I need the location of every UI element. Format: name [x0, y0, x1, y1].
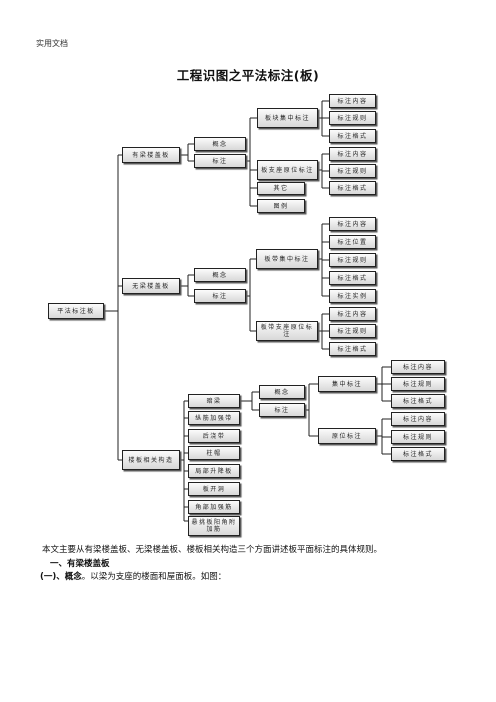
node-yl-jz-item-2: 标注格式: [329, 129, 376, 143]
node-xg-jz-item-2: 标注格式: [391, 394, 445, 408]
node-xg-yw-item-0: 标注内容: [391, 412, 445, 426]
node-wl-jz-item-3: 标注格式: [329, 271, 376, 285]
node-xg-yw-item-1: 标注规则: [391, 430, 445, 444]
node-wuliang: 无梁楼盖板: [122, 278, 180, 294]
node-xg-item-4: 局部升降板: [188, 464, 240, 478]
node-youliang: 有梁楼盖板: [122, 147, 180, 163]
section-heading: 一、有梁楼盖板: [50, 559, 490, 570]
node-xg-item-6: 角部加强筋: [188, 500, 240, 514]
node-wl-jz-item-1: 标注位置: [329, 235, 376, 249]
node-yl-zz-item-1: 标注规则: [329, 164, 376, 178]
node-yl-zhizuo: 板支座原位标注: [257, 160, 318, 180]
node-xg-item-1: 纵筋加强带: [188, 411, 240, 425]
node-yl-annotation: 标注: [194, 154, 246, 168]
node-root: 平法标注板: [48, 303, 104, 319]
node-yl-concept: 概念: [194, 137, 246, 151]
node-wl-annotation: 标注: [194, 289, 246, 303]
subsection-heading: (一)、概念: [40, 572, 82, 582]
node-xiangguan: 楼板相关构造: [122, 450, 180, 470]
node-wl-zz-item-2: 标注格式: [329, 342, 376, 356]
node-xg-item-5: 板开洞: [188, 482, 240, 496]
node-xg-item-2: 后浇带: [188, 429, 240, 443]
subsection-text: 。以梁为支座的楼面和屋面板。如图：: [81, 572, 227, 582]
node-yl-tuli: 图例: [257, 199, 305, 213]
node-wl-jizhong: 板带集中标注: [256, 249, 318, 269]
section-heading-text: 一、有梁楼盖板: [50, 559, 110, 569]
header-label: 实用文档: [36, 39, 68, 48]
node-xg-item-7: 悬挑板阳角附加筋: [188, 516, 240, 536]
node-xg-concept: 概念: [259, 385, 305, 399]
node-xg-item-0: 暗梁: [188, 394, 240, 408]
node-xg-jz-item-0: 标注内容: [391, 360, 445, 374]
node-xg-jz-item-1: 标注规则: [391, 377, 445, 391]
node-xg-item-3: 柱帽: [188, 446, 240, 460]
node-xg-yw-item-2: 标注格式: [391, 447, 445, 461]
subsection-paragraph: (一)、概念。以梁为支座的楼面和屋面板。如图：: [40, 572, 480, 583]
node-yl-zz-item-2: 标注格式: [329, 181, 376, 195]
node-wl-zz-item-1: 标注规则: [329, 324, 376, 338]
intro-paragraph: 本文主要从有梁楼盖板、无梁楼盖板、楼板相关构造三个方面讲述板平面标注的具体规则。: [42, 545, 383, 555]
node-wl-jz-item-4: 标注实例: [329, 289, 376, 303]
node-yl-jizhong: 板块集中标注: [257, 108, 318, 128]
node-wl-jz-item-0: 标注内容: [329, 217, 376, 231]
node-yl-jz-item-1: 标注规则: [329, 111, 376, 125]
page-title: 工程识图之平法标注(板): [176, 68, 320, 83]
node-yl-qita: 其它: [257, 182, 305, 195]
node-yl-jz-item-0: 标注内容: [329, 94, 376, 108]
node-wl-jz-item-2: 标注规则: [329, 253, 376, 267]
node-xg-annotation: 标注: [259, 403, 305, 417]
node-yl-zz-item-0: 标注内容: [329, 147, 376, 161]
node-wl-zz-item-0: 标注内容: [329, 307, 376, 321]
node-wl-zhizuo: 板带支座原位标注: [256, 321, 318, 341]
node-wl-concept: 概念: [194, 268, 246, 282]
node-xg-yuanwei: 原位标注: [318, 428, 376, 444]
node-xg-jizhong: 集中标注: [318, 376, 376, 392]
